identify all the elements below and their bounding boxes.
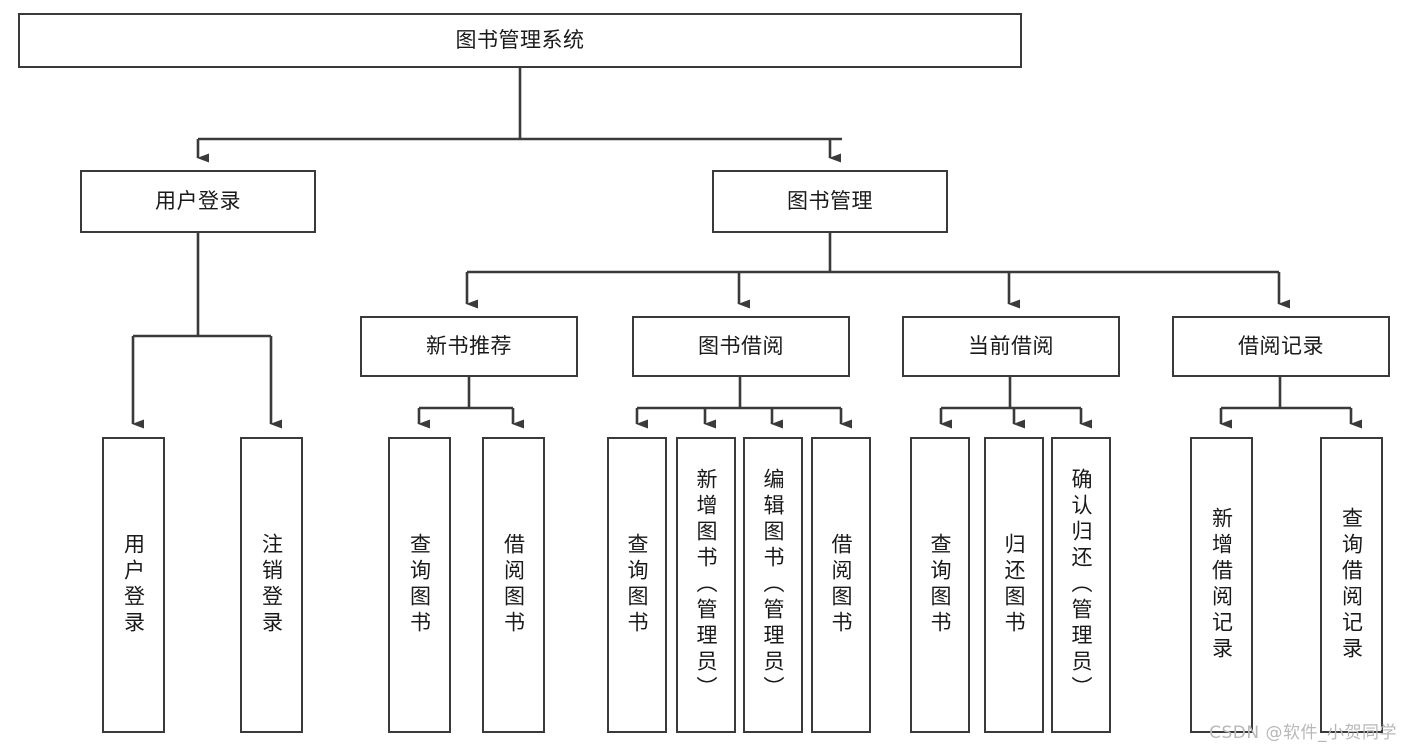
node-leaf-return-book[interactable]: 归还图书	[984, 437, 1044, 733]
node-leaf-query-record-label: 查询借阅记录	[1339, 507, 1364, 663]
node-leaf-add-book[interactable]: 新增图书（管理员）	[676, 437, 736, 733]
node-leaf-query-book-1-label: 查询图书	[407, 533, 432, 637]
node-leaf-query-book-2[interactable]: 查询图书	[607, 437, 667, 733]
node-leaf-edit-book[interactable]: 编辑图书（管理员）	[743, 437, 803, 733]
node-user-login-label: 用户登录	[155, 188, 241, 213]
node-book-borrow[interactable]: 图书借阅	[632, 316, 850, 377]
node-leaf-confirm-return[interactable]: 确认归还（管理员）	[1051, 437, 1111, 733]
node-leaf-borrow-book-1-label: 借阅图书	[501, 533, 526, 637]
node-leaf-borrow-book-2[interactable]: 借阅图书	[811, 437, 871, 733]
node-book-borrow-label: 图书借阅	[698, 333, 784, 358]
node-leaf-query-book-3[interactable]: 查询图书	[910, 437, 970, 733]
node-borrow-record[interactable]: 借阅记录	[1172, 316, 1390, 377]
node-leaf-logout-login-label: 注销登录	[259, 533, 284, 637]
node-new-book-recommend[interactable]: 新书推荐	[360, 316, 578, 377]
node-root-label: 图书管理系统	[455, 27, 585, 52]
node-leaf-logout-login[interactable]: 注销登录	[240, 437, 303, 733]
node-book-management-label: 图书管理	[787, 188, 873, 213]
node-leaf-add-record-label: 新增借阅记录	[1209, 507, 1234, 663]
node-leaf-user-login-label: 用户登录	[121, 533, 146, 637]
node-leaf-query-book-1[interactable]: 查询图书	[388, 437, 451, 733]
node-leaf-user-login[interactable]: 用户登录	[102, 437, 165, 733]
node-leaf-query-record[interactable]: 查询借阅记录	[1320, 437, 1383, 733]
node-leaf-edit-book-label: 编辑图书（管理员）	[761, 468, 785, 702]
node-leaf-return-book-label: 归还图书	[1002, 533, 1026, 637]
node-leaf-add-book-label: 新增图书（管理员）	[694, 468, 718, 702]
node-leaf-query-book-2-label: 查询图书	[625, 533, 649, 637]
node-leaf-add-record[interactable]: 新增借阅记录	[1190, 437, 1253, 733]
node-borrow-record-label: 借阅记录	[1238, 333, 1324, 358]
node-root[interactable]: 图书管理系统	[18, 13, 1022, 68]
node-user-login[interactable]: 用户登录	[80, 170, 316, 233]
node-leaf-borrow-book-2-label: 借阅图书	[829, 533, 853, 637]
csdn-watermark: CSDN @软件_小贺同学	[1209, 723, 1397, 743]
node-leaf-borrow-book-1[interactable]: 借阅图书	[482, 437, 545, 733]
node-book-management[interactable]: 图书管理	[712, 170, 948, 233]
node-current-borrow[interactable]: 当前借阅	[902, 316, 1120, 377]
node-new-book-recommend-label: 新书推荐	[426, 333, 512, 358]
node-leaf-confirm-return-label: 确认归还（管理员）	[1069, 468, 1093, 702]
node-current-borrow-label: 当前借阅	[968, 333, 1054, 358]
node-leaf-query-book-3-label: 查询图书	[928, 533, 952, 637]
